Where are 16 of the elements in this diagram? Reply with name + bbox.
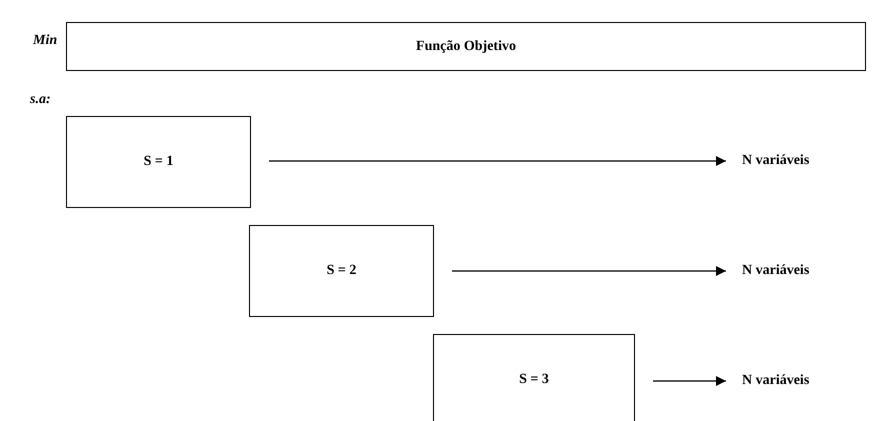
process-box [249, 225, 434, 317]
label-text: Min [33, 33, 58, 49]
node-label: N variáveis [742, 260, 867, 282]
arrow [269, 156, 726, 166]
arrow [452, 266, 726, 276]
node-label: N variáveis [742, 370, 867, 392]
node-label: N variáveis [742, 150, 867, 172]
box-label: S = 1 [144, 154, 174, 170]
process-box [66, 116, 251, 208]
box-label: S = 3 [519, 372, 549, 388]
process-box [433, 334, 635, 421]
label-text: s.a: [30, 92, 51, 108]
process-box [66, 22, 866, 71]
box-label: Função Objetivo [416, 38, 516, 54]
box-label: S = 2 [326, 263, 356, 279]
arrow [653, 376, 726, 386]
